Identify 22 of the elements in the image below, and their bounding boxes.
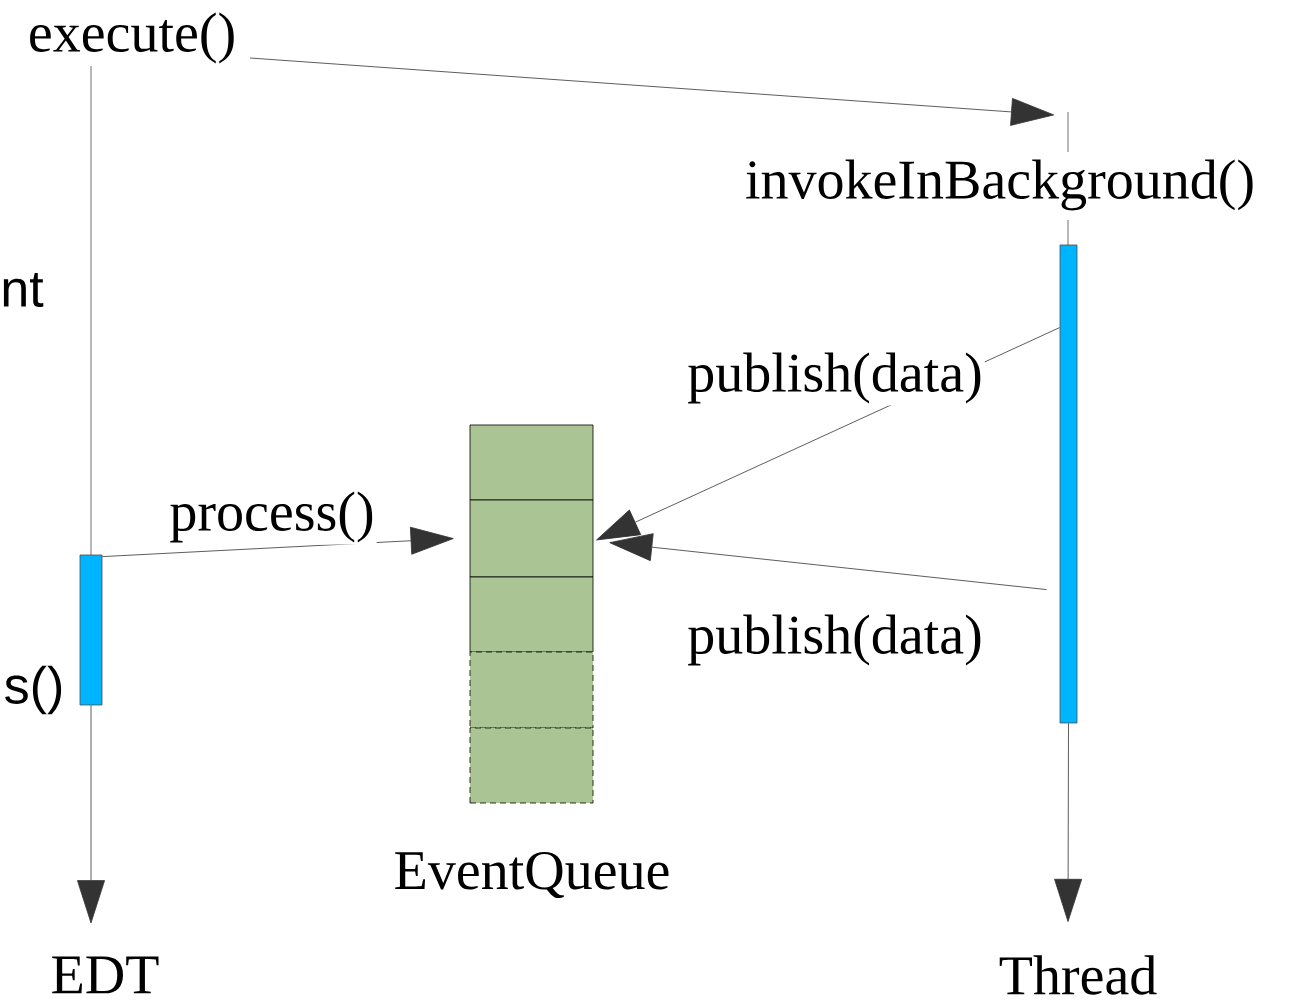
arrow <box>609 533 1047 590</box>
partial-text: nt <box>0 271 46 309</box>
activation-bar <box>1059 244 1078 724</box>
queue-slot <box>469 499 594 578</box>
queue-slot <box>469 424 594 501</box>
arrow <box>1054 723 1083 922</box>
activation-bar <box>79 554 103 706</box>
arrow <box>77 705 105 924</box>
lifeline-label: EDT <box>52 956 159 994</box>
edge-label: publish(data) <box>685 350 985 406</box>
arrow <box>102 526 454 557</box>
message-label: invokeInBackground() <box>742 157 1258 213</box>
edge-label: publish(data) <box>685 612 985 668</box>
lifeline-label: Thread <box>999 955 1157 995</box>
partial-text: s() <box>1 663 67 717</box>
edge-label: process() <box>167 489 377 545</box>
queue-slot <box>469 727 594 804</box>
message-label: execute() <box>25 10 239 66</box>
queue-slot <box>469 651 594 729</box>
queue-slot <box>469 576 594 653</box>
queue-label: EventQueue <box>395 851 669 899</box>
arrow <box>596 327 1060 541</box>
